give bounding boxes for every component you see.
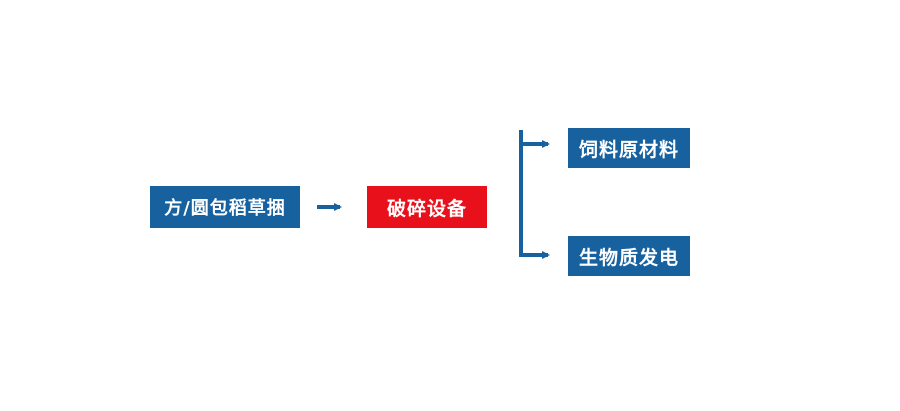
- node-straw-bale: 方/圆包稻草捆: [150, 186, 300, 228]
- node-crushing-equipment: 破碎设备: [367, 186, 487, 228]
- node-feed-raw-material-label: 饲料原材料: [578, 138, 679, 161]
- node-crushing-equipment-label: 破碎设备: [386, 197, 467, 220]
- node-straw-bale-label: 方/圆包稻草捆: [164, 198, 286, 219]
- node-biomass-power-label: 生物质发电: [578, 246, 679, 269]
- node-feed-raw-material: 饲料原材料: [568, 128, 690, 168]
- node-biomass-power: 生物质发电: [568, 236, 690, 276]
